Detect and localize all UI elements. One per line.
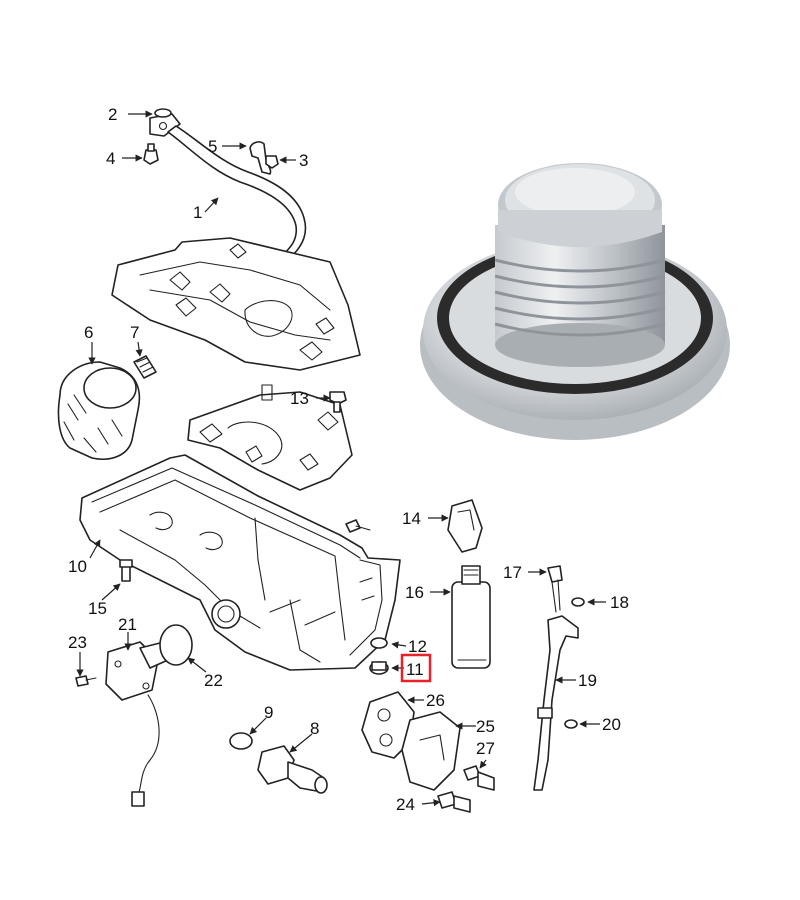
callout-14: 14 — [402, 509, 421, 528]
part-24-bolt — [437, 791, 471, 813]
callout-20: 20 — [602, 715, 621, 734]
part-17-dipstick — [547, 565, 563, 613]
part-9-washer — [229, 732, 253, 750]
part-27-bolt — [463, 765, 495, 791]
callout-12: 12 — [408, 637, 427, 656]
callout-7: 7 — [130, 323, 139, 342]
part-6-oil-filter — [57, 361, 141, 460]
callout-11: 11 — [406, 660, 424, 679]
callout-16: 16 — [405, 583, 424, 602]
part-16-sealant-tube — [451, 565, 491, 669]
part-22-gasket — [159, 624, 193, 666]
part-12-sealing-washer — [370, 637, 388, 649]
callout-15: 15 — [88, 599, 107, 618]
callout-3: 3 — [299, 151, 308, 170]
part-23-bolt — [75, 675, 97, 687]
lower-baffle-plate — [187, 384, 353, 491]
callout-5: 5 — [208, 137, 217, 156]
callout-10: 10 — [68, 557, 87, 576]
callout-27: 27 — [476, 739, 495, 758]
part-11-drain-plug — [369, 661, 389, 675]
part-20-o-ring — [564, 719, 578, 729]
leader-lines — [76, 110, 606, 807]
callout-24: 24 — [396, 795, 415, 814]
callout-6: 6 — [84, 323, 93, 342]
callout-26: 26 — [426, 691, 445, 710]
part-8-oil-pressure-switch — [257, 745, 328, 794]
callout-13: 13 — [290, 389, 309, 408]
part-19-dipstick-tube — [533, 615, 579, 791]
callout-2: 2 — [108, 105, 117, 124]
highlight-box-part-11 — [400, 653, 432, 683]
part-15-bolt — [119, 559, 133, 582]
upper-baffle-plate — [111, 237, 361, 371]
callout-23: 23 — [68, 633, 87, 652]
drain-plug-photo-icon — [420, 163, 730, 440]
part-4-bolt — [143, 143, 159, 165]
callout-19: 19 — [578, 671, 597, 690]
callout-9: 9 — [264, 703, 273, 722]
callout-22: 22 — [204, 671, 223, 690]
callout-8: 8 — [310, 719, 319, 738]
callout-21: 21 — [118, 615, 137, 634]
callout-18: 18 — [610, 593, 629, 612]
callout-4: 4 — [106, 149, 115, 168]
callout-numbers: 1 2 3 4 5 6 7 8 9 10 11 12 13 14 15 16 1… — [68, 105, 629, 814]
pan-bolt-icon — [345, 519, 371, 533]
part-2-o-ring — [154, 108, 172, 118]
part-25-pump-cover — [401, 711, 461, 791]
part-10-oil-pan — [79, 454, 401, 671]
part-14-clip — [447, 499, 483, 553]
callout-17: 17 — [503, 563, 522, 582]
part-18-o-ring — [571, 597, 585, 607]
part-7-threaded-stud — [133, 355, 157, 379]
part-3-screw — [265, 155, 279, 169]
part-21-oil-level-sensor — [105, 641, 169, 807]
callout-1: 1 — [193, 203, 202, 222]
callout-25: 25 — [476, 717, 495, 736]
